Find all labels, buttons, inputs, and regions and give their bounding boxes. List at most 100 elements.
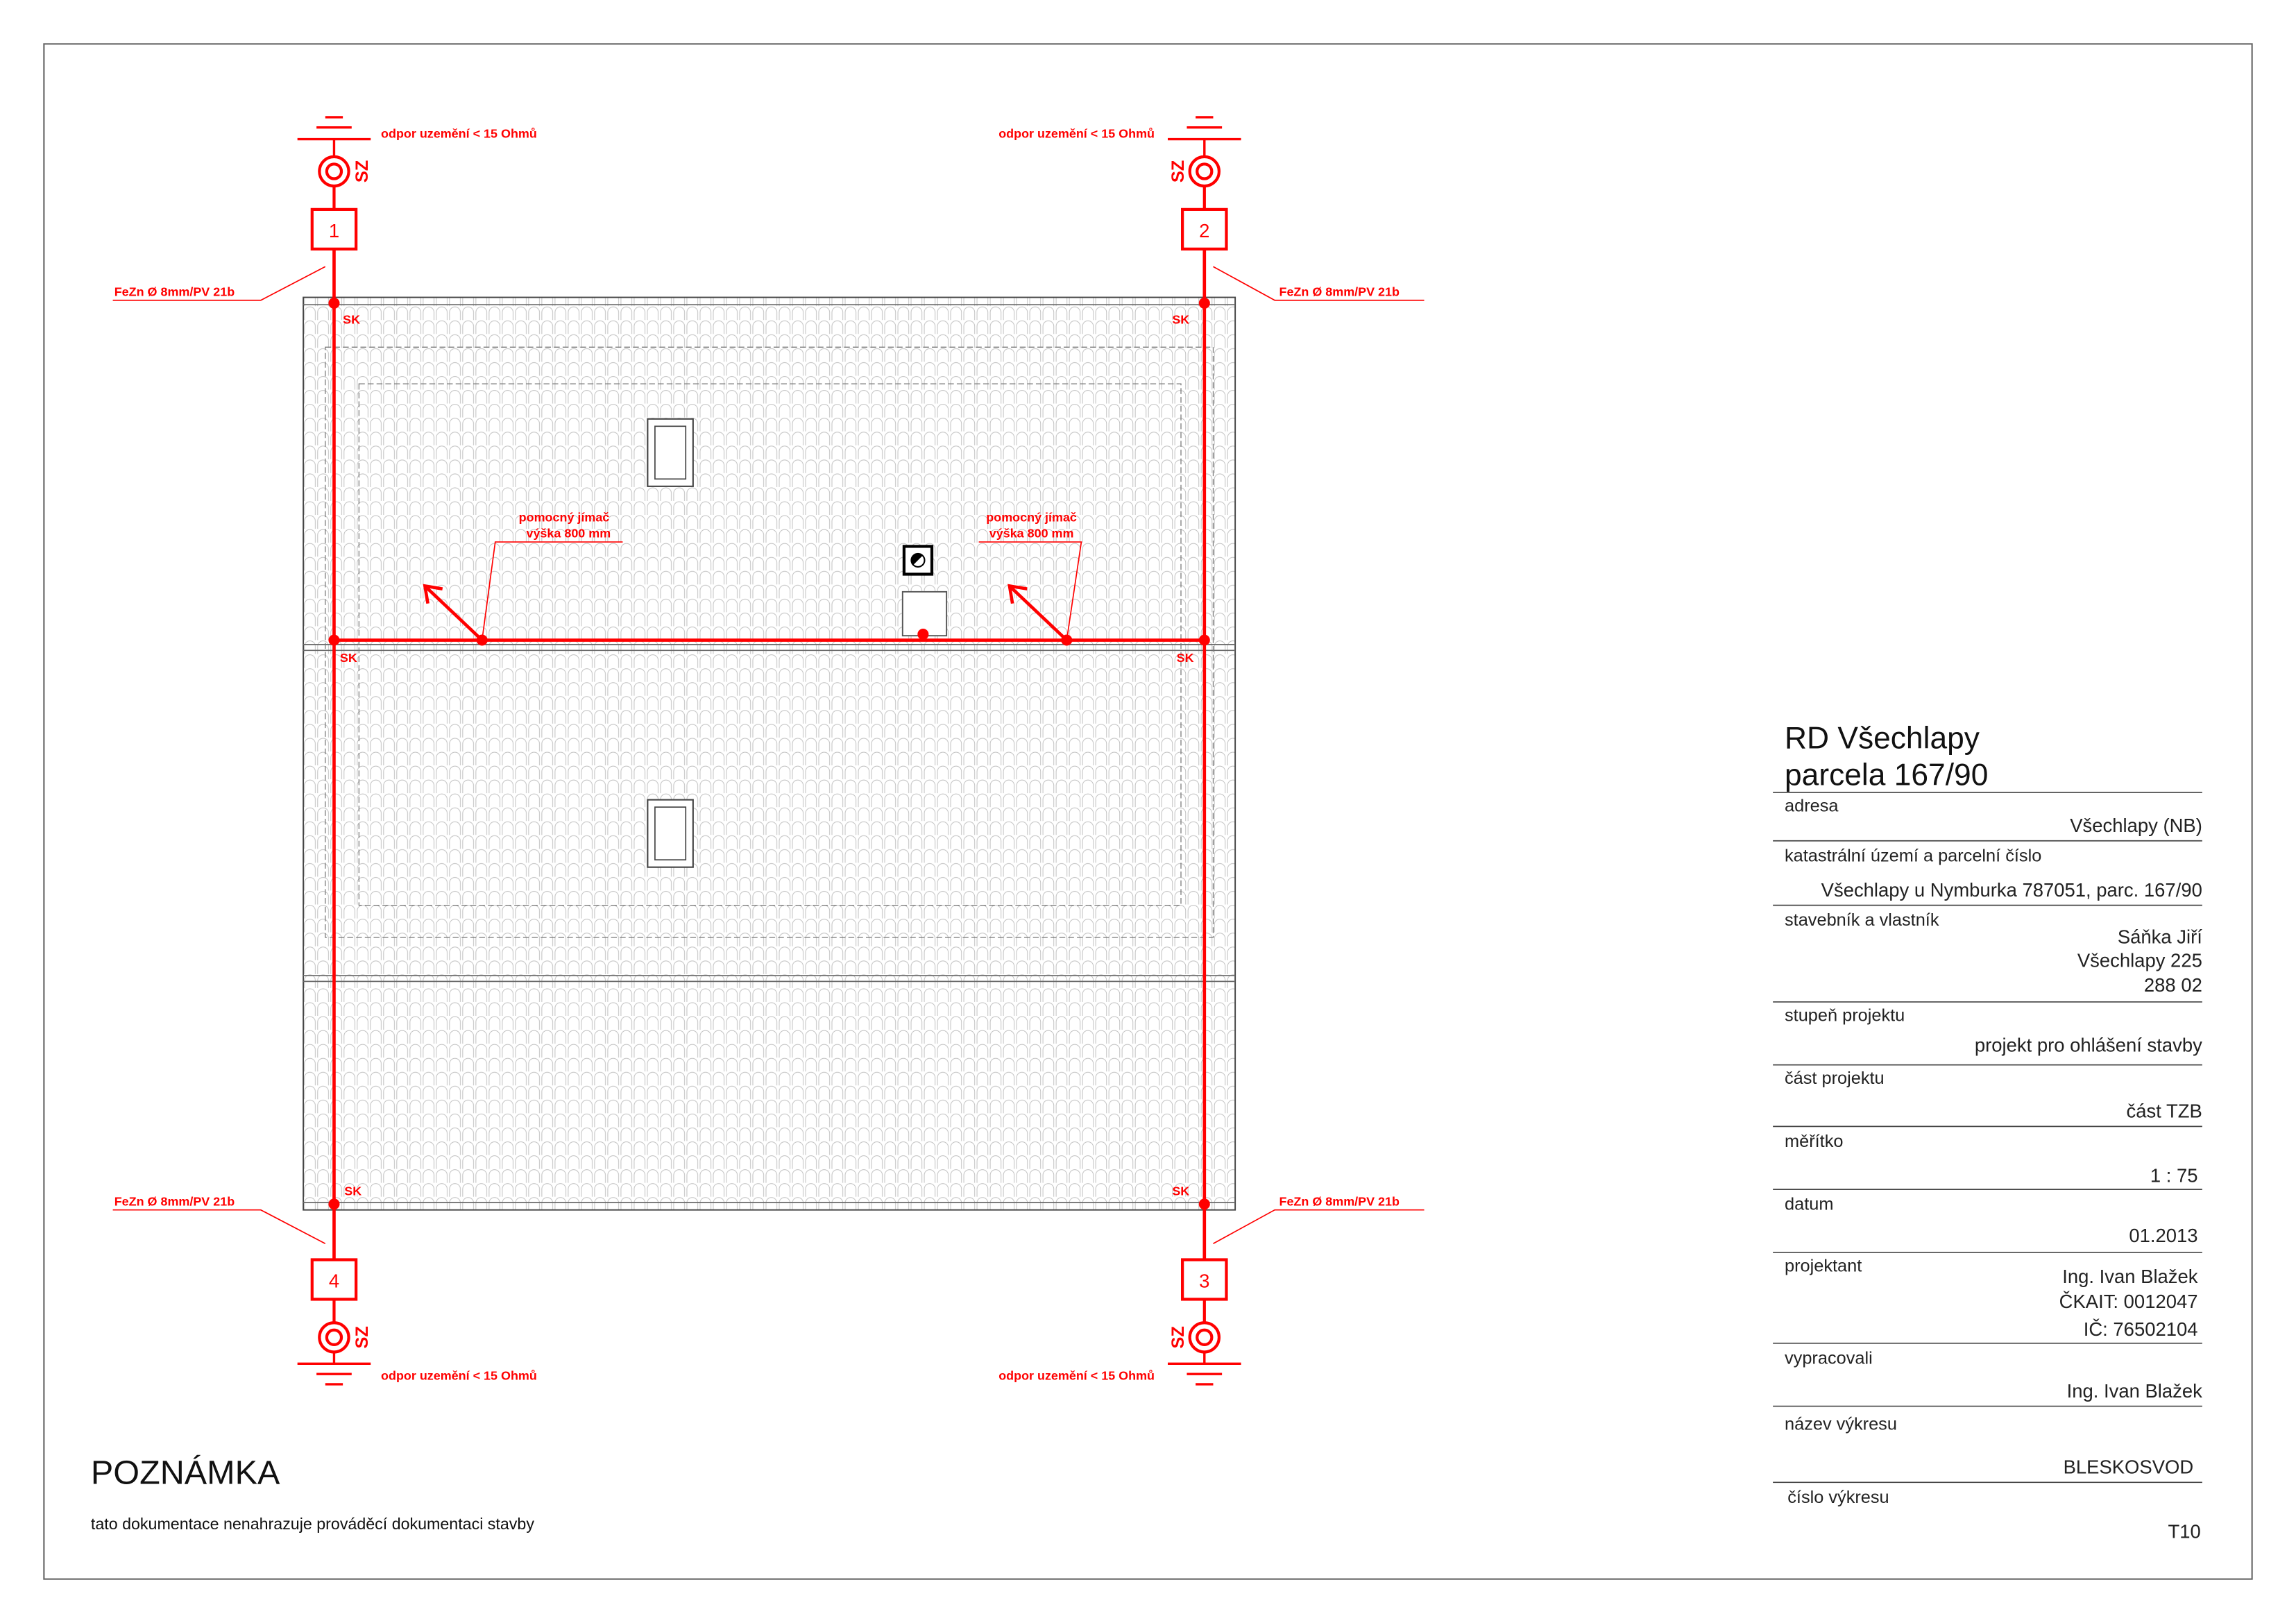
rod-leader bbox=[978, 541, 1082, 640]
connection-dot bbox=[328, 634, 340, 646]
resistance-note: odpor uzemění < 15 Ohmů bbox=[381, 126, 537, 140]
rod-height: výška 800 mm bbox=[989, 527, 1074, 541]
grounding-point-2: SZ 2 odpor uzemění < 15 Ohmů FeZn Ø 8mm/… bbox=[998, 116, 1425, 301]
conductor-note: FeZn Ø 8mm/PV 21b bbox=[114, 1194, 235, 1208]
part-value: část TZB bbox=[2127, 1101, 2202, 1122]
arrow-head bbox=[423, 584, 443, 604]
rod-leader bbox=[481, 541, 623, 640]
grounding-point-3: 3 SZ odpor uzemění < 15 Ohmů FeZn Ø 8mm/… bbox=[998, 1194, 1425, 1386]
owner-line: Všechlapy 225 bbox=[2077, 949, 2202, 971]
connection-dot bbox=[328, 297, 340, 309]
owner-line: 288 02 bbox=[2144, 974, 2202, 996]
wall-outline-inner bbox=[358, 383, 1182, 906]
connection-dot bbox=[328, 1198, 340, 1210]
grounding-number: 2 bbox=[1199, 220, 1209, 241]
drawing-number-label: číslo výkresu bbox=[1787, 1488, 1889, 1507]
grounding-number-box bbox=[1181, 207, 1228, 250]
connection-dot bbox=[1198, 1198, 1210, 1210]
electrode-label: SZ bbox=[1168, 160, 1188, 182]
rod-label: pomocný jímač bbox=[519, 511, 610, 525]
designer-label: projektant bbox=[1785, 1256, 1862, 1275]
grounding-number: 4 bbox=[329, 1271, 339, 1292]
grounding-number-box bbox=[310, 207, 358, 250]
connection-dot bbox=[1198, 297, 1210, 309]
earth-electrode-icon bbox=[318, 1299, 350, 1354]
drawn-by-value: Ing. Ivan Blažek bbox=[2067, 1380, 2203, 1402]
scale-label: měřítko bbox=[1785, 1132, 1843, 1151]
sheet-border bbox=[43, 43, 2253, 1580]
electrode-label: SZ bbox=[1168, 1326, 1188, 1348]
grounding-number: 3 bbox=[1199, 1271, 1209, 1292]
stage-value: projekt pro ohlášení stavby bbox=[1975, 1035, 2202, 1056]
grounding-point-4: 4 SZ odpor uzemění < 15 Ohmů FeZn Ø 8mm/… bbox=[112, 1194, 537, 1386]
date-label: datum bbox=[1785, 1195, 1833, 1214]
connection-dot bbox=[917, 629, 929, 640]
test-joint-label: SK bbox=[1172, 1184, 1189, 1198]
stage-label: stupeň projektu bbox=[1785, 1005, 1905, 1025]
ground-symbol-icon bbox=[1168, 116, 1241, 157]
test-joint-label: SK bbox=[1172, 313, 1189, 327]
conductor-note: FeZn Ø 8mm/PV 21b bbox=[1279, 1194, 1400, 1208]
owner-label: stavebník a vlastník bbox=[1785, 910, 1939, 930]
note-text: tato dokumentace nenahrazuje prováděcí d… bbox=[91, 1515, 534, 1533]
cadastre-label: katastrální území a parcelní číslo bbox=[1785, 846, 2041, 865]
designer-line: Ing. Ivan Blažek bbox=[2062, 1266, 2198, 1287]
arrow-icon bbox=[425, 586, 484, 642]
drawing-number-value: T10 bbox=[2168, 1521, 2200, 1543]
arrow-icon bbox=[1010, 586, 1068, 642]
auxiliary-rod-left: pomocný jímač výška 800 mm bbox=[423, 511, 623, 642]
note-heading: POZNÁMKA bbox=[91, 1454, 280, 1491]
electrode-label: SZ bbox=[352, 1326, 372, 1348]
cadastre-value: Všechlapy u Nymburka 787051, parc. 167/9… bbox=[1821, 879, 2202, 901]
wall-outline-outer bbox=[325, 346, 1214, 938]
rod-height: výška 800 mm bbox=[526, 527, 611, 541]
earth-electrode-icon bbox=[1188, 155, 1221, 210]
resistance-note: odpor uzemění < 15 Ohmů bbox=[998, 126, 1155, 140]
earth-electrode-icon bbox=[318, 155, 350, 210]
vent-icon bbox=[902, 545, 934, 576]
project-name: RD Všechlapy bbox=[1785, 722, 1980, 756]
designer-line: ČKAIT: 0012047 bbox=[2059, 1291, 2198, 1312]
designer-line: IČ: 76502104 bbox=[2084, 1318, 2198, 1340]
roof-window-icon bbox=[647, 799, 694, 868]
test-joint-label: SK bbox=[343, 313, 360, 327]
drawing-name-value: BLESKOSVOD bbox=[2064, 1456, 2194, 1478]
address-label: adresa bbox=[1785, 797, 1839, 816]
part-label: část projektu bbox=[1785, 1069, 1885, 1088]
conductor-leader bbox=[1213, 266, 1425, 301]
owner-line: Sáňka Jiří bbox=[2118, 926, 2202, 947]
ground-symbol-icon bbox=[297, 116, 371, 157]
ground-symbol-icon bbox=[1168, 1352, 1241, 1386]
title-block: RD Všechlapy parcela 167/90 adresa Všech… bbox=[1773, 722, 2202, 1543]
drawn-by-label: vypracovali bbox=[1785, 1348, 1873, 1368]
date-value: 01.2013 bbox=[2129, 1225, 2197, 1246]
conductor-leader bbox=[112, 266, 326, 301]
resistance-note: odpor uzemění < 15 Ohmů bbox=[381, 1369, 537, 1383]
arrow-head bbox=[1007, 584, 1028, 604]
note: POZNÁMKA tato dokumentace nenahrazuje pr… bbox=[91, 1454, 534, 1532]
drawing-name-label: název výkresu bbox=[1785, 1414, 1897, 1434]
address-value: Všechlapy (NB) bbox=[2070, 815, 2202, 836]
test-joint-label: SK bbox=[340, 651, 357, 665]
grounding-number: 1 bbox=[329, 220, 339, 241]
roof-tiles bbox=[303, 296, 1236, 1211]
rod-label: pomocný jímač bbox=[986, 511, 1077, 525]
conductor-note: FeZn Ø 8mm/PV 21b bbox=[1279, 284, 1400, 298]
roof-plan bbox=[303, 296, 1236, 1211]
lightning-protection: SK SK SK SK SK SK pomocný jímač výška 80… bbox=[112, 116, 1425, 1386]
conductor-leader bbox=[1213, 1209, 1425, 1244]
roof-window-icon bbox=[647, 418, 694, 487]
scale-value: 1 : 75 bbox=[2150, 1165, 2198, 1187]
resistance-note: odpor uzemění < 15 Ohmů bbox=[998, 1369, 1155, 1383]
chimney bbox=[901, 590, 948, 637]
ground-symbol-icon bbox=[297, 1352, 371, 1386]
conductor-leader bbox=[112, 1209, 326, 1244]
earth-electrode-icon bbox=[1188, 1299, 1221, 1354]
auxiliary-rod-right: pomocný jímač výška 800 mm bbox=[978, 511, 1082, 642]
test-joint-label: SK bbox=[344, 1184, 362, 1198]
project-plot: parcela 167/90 bbox=[1785, 758, 1988, 792]
grounding-point-1: SZ 1 odpor uzemění < 15 Ohmů FeZn Ø 8mm/… bbox=[112, 116, 537, 301]
test-joint-label: SK bbox=[1177, 651, 1194, 665]
connection-dot bbox=[1198, 634, 1210, 646]
